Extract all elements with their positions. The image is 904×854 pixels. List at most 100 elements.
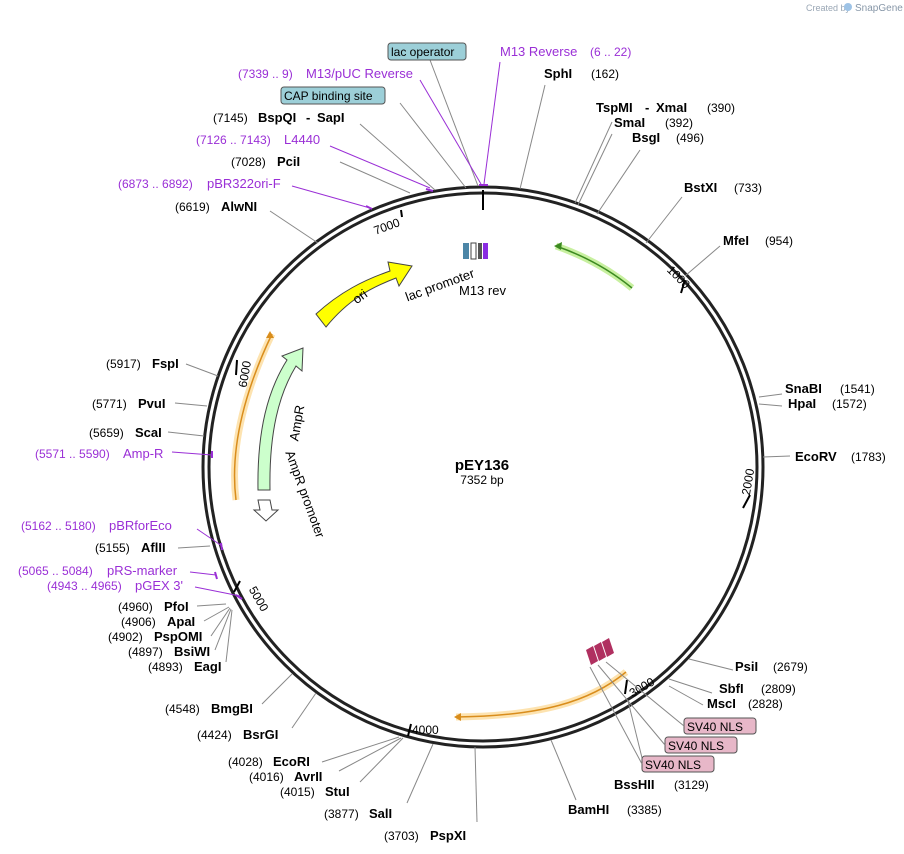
enzyme-sali-name: SalI — [369, 806, 392, 821]
enzyme-psii-pos: (2679) — [773, 660, 808, 674]
enzyme-smai-pos: (392) — [665, 116, 693, 130]
enzyme-msci-name: MscI — [707, 696, 736, 711]
primer-pbr322ori-pos: (6873 .. 6892) — [118, 177, 193, 191]
enzyme-bsrgi-pos: (4424) — [197, 728, 232, 742]
primer-m13-reverse-pos: (6 .. 22) — [590, 45, 631, 59]
enzyme-bspqi-pos: (7145) — [213, 111, 248, 125]
enzyme-snabi-name: SnaBI — [785, 381, 822, 396]
tick-1000 — [680, 279, 686, 294]
sv40-nls-mark-3[interactable] — [602, 638, 614, 657]
feature-ampr[interactable]: AmpR — [257, 347, 307, 491]
m13-rev-mark[interactable] — [483, 243, 488, 259]
feature-green-arc[interactable] — [554, 242, 635, 291]
primer-ampr-name: Amp-R — [123, 446, 163, 461]
cap-site-mark[interactable] — [478, 243, 482, 259]
sv40-nls-mark-1[interactable] — [586, 646, 598, 665]
enzyme-hpai-pos: (1572) — [832, 397, 867, 411]
enzyme-fspi-pos: (5917) — [106, 357, 141, 371]
enzyme-eagi-name: EagI — [194, 659, 221, 674]
enzyme-tspmi-name: TspMI — [596, 100, 633, 115]
enzyme-msci-pos: (2828) — [748, 697, 783, 711]
ori-arrow[interactable] — [315, 261, 413, 328]
enzyme-sphi-name: SphI — [544, 66, 572, 81]
primer-l4440-pos: (7126 .. 7143) — [196, 133, 271, 147]
enzyme-bsshii-pos: (3129) — [674, 778, 709, 792]
tick-3000 — [624, 679, 628, 695]
lac-operator-label: lac operator — [391, 45, 454, 59]
enzyme-avrii-pos: (4016) — [249, 770, 284, 784]
enzyme-apai-pos: (4906) — [121, 615, 156, 629]
enzyme-pspxi-pos: (3703) — [384, 829, 419, 843]
sv40-nls-label-3: SV40 NLS — [645, 758, 701, 772]
enzyme-ecorv-name: EcoRV — [795, 449, 837, 464]
enzyme-scai-name: ScaI — [135, 425, 162, 440]
tick-7000 — [400, 209, 403, 218]
enzyme-alwni-name: AlwNI — [221, 199, 257, 214]
enzyme-stui-pos: (4015) — [280, 785, 315, 799]
feature-ori[interactable]: ori — [315, 261, 413, 328]
enzyme-bstxi-pos: (733) — [734, 181, 762, 195]
tick-label-2000: 2000 — [739, 467, 757, 496]
cap-binding-box[interactable] — [280, 86, 386, 105]
enzyme-mfei-name: MfeI — [723, 233, 749, 248]
watermark-brand: SnapGene — [855, 3, 903, 14]
enzyme-pspomi-pos: (4902) — [108, 630, 143, 644]
enzyme-dash-sep-2: - — [306, 110, 310, 125]
cap-binding-label: CAP binding site — [284, 89, 373, 103]
enzyme-labels-right: SphI (162) TspMI - XmaI (390) SmaI (392)… — [544, 66, 886, 817]
tick-6000 — [235, 359, 238, 376]
enzyme-bsgi-name: BsgI — [632, 130, 660, 145]
enzyme-pvui-name: PvuI — [138, 396, 165, 411]
primer-pbrforeco-pos: (5162 .. 5180) — [21, 519, 96, 533]
primer-m13-reverse-name: M13 Reverse — [500, 44, 577, 59]
enzyme-mfei-pos: (954) — [765, 234, 793, 248]
ampr-label: AmpR — [286, 404, 307, 442]
primer-pgex3-name: pGEX 3' — [135, 578, 183, 593]
watermark-text: Created by — [806, 3, 851, 13]
primer-m13puc-name: M13/pUC Reverse — [306, 66, 413, 81]
enzyme-pfoi-pos: (4960) — [118, 600, 153, 614]
feature-lac-region[interactable]: lac promoter M13 rev — [403, 242, 506, 304]
sv40-nls-label-1: SV40 NLS — [687, 720, 743, 734]
enzyme-sbfi-pos: (2809) — [761, 682, 796, 696]
enzyme-pvui-pos: (5771) — [92, 397, 127, 411]
boxed-feature-labels[interactable]: lac operator CAP binding site SV40 NLS S… — [280, 42, 757, 773]
sv40-nls-mark-2[interactable] — [594, 642, 606, 661]
enzyme-leader-lines — [167, 59, 791, 823]
sv40-nls-label-2: SV40 NLS — [668, 739, 724, 753]
enzyme-snabi-pos: (1541) — [840, 382, 875, 396]
enzyme-scai-pos: (5659) — [89, 426, 124, 440]
enzyme-pfoi-name: PfoI — [164, 599, 189, 614]
primer-leader-lines — [171, 61, 501, 597]
primer-prs-marker-pos: (5065 .. 5084) — [18, 564, 93, 578]
enzyme-sbfi-name: SbfI — [719, 681, 744, 696]
green-arc-arrowhead — [554, 242, 562, 250]
lac-operator-box[interactable] — [387, 42, 467, 61]
tick-5000 — [233, 580, 241, 593]
enzyme-bsshii-name: BssHII — [614, 777, 654, 792]
snapgene-watermark: Created by SnapGene — [806, 3, 903, 14]
lac-promoter-mark[interactable] — [470, 242, 477, 260]
primer-pgex3-pos: (4943 .. 4965) — [47, 579, 122, 593]
enzyme-aflii-pos: (5155) — [95, 541, 130, 555]
ampr-arrow[interactable] — [257, 347, 304, 491]
primer-pbrforeco-name: pBRforEco — [109, 518, 172, 533]
ampr-promoter-arrow[interactable] — [252, 499, 280, 522]
enzyme-sphi-pos: (162) — [591, 67, 619, 81]
enzyme-bamhi-name: BamHI — [568, 802, 609, 817]
primer-ampr-pos: (5571 .. 5590) — [35, 447, 110, 461]
enzyme-fspi-name: FspI — [152, 356, 179, 371]
sv40-nls-markers[interactable] — [586, 638, 614, 665]
enzyme-bsiwi-pos: (4897) — [128, 645, 163, 659]
lac-operator-mark[interactable] — [463, 243, 469, 259]
enzyme-pspxi-name: PspXI — [430, 828, 466, 843]
backbone-outer — [201, 185, 765, 749]
enzyme-bsiwi-name: BsiWI — [174, 644, 210, 659]
ampr-promoter-label: AmpR promoter — [282, 448, 328, 540]
enzyme-hpai-name: HpaI — [788, 396, 816, 411]
primer-labels: M13 Reverse (6 .. 22) (7339 .. 9) M13/pU… — [18, 44, 631, 593]
position-ticks — [233, 190, 751, 737]
enzyme-pspomi-name: PspOMI — [154, 629, 202, 644]
enzyme-ecorv-pos: (1783) — [851, 450, 886, 464]
